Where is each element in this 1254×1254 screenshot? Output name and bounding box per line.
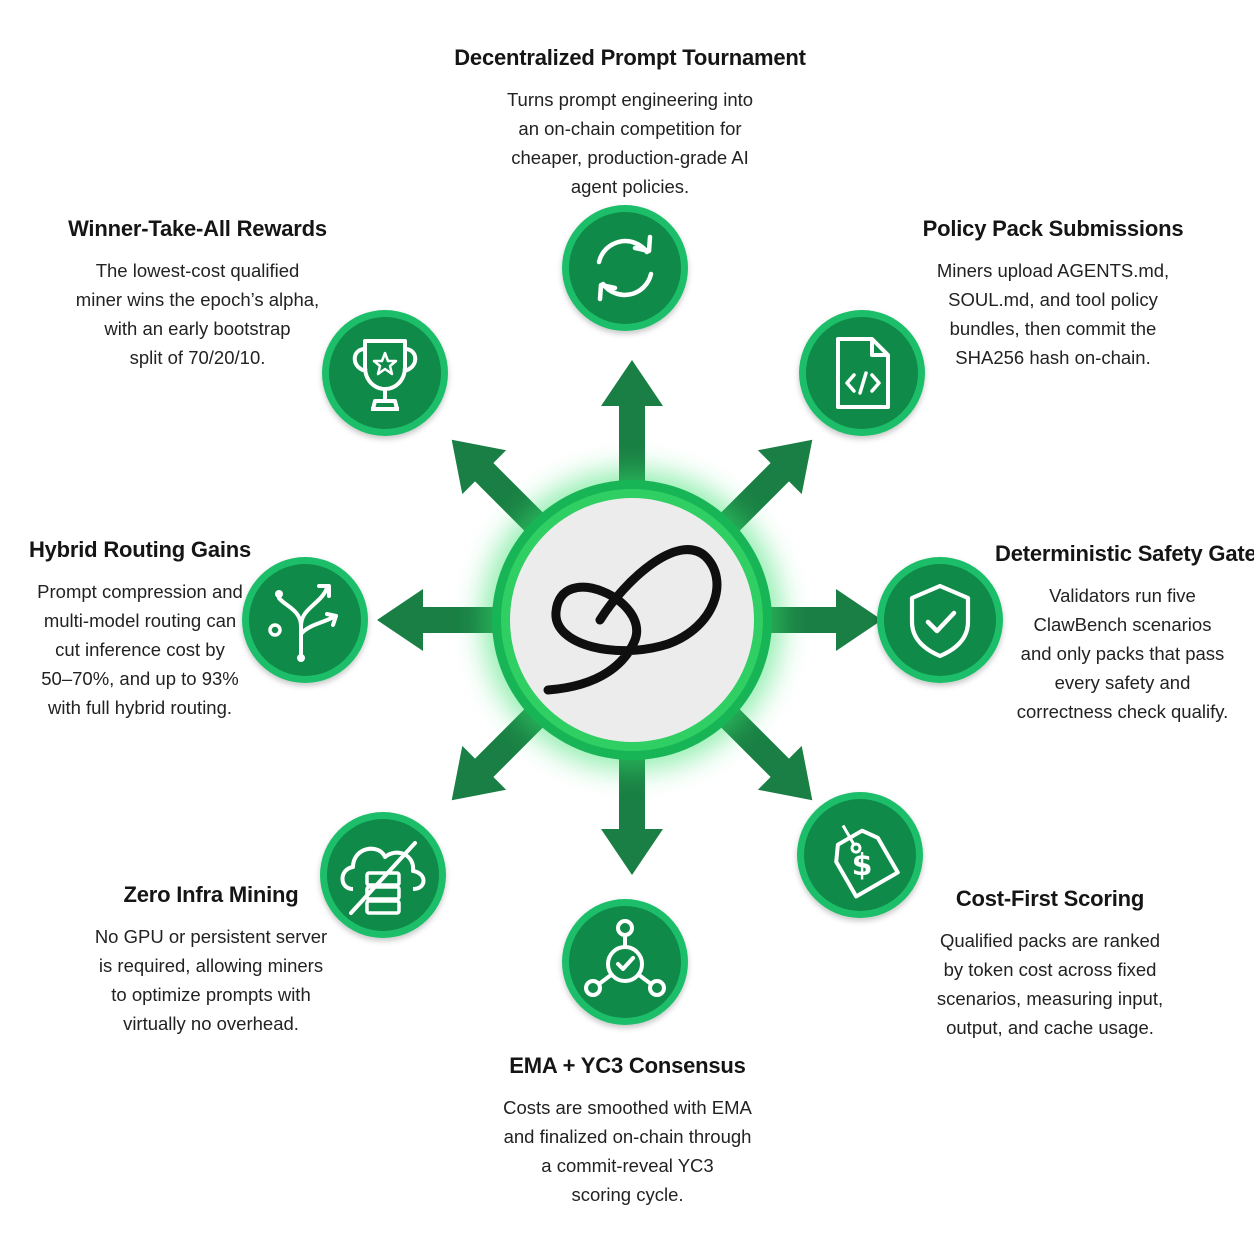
feature-description: Costs are smoothed with EMA and finalized… — [450, 1093, 805, 1209]
feature-title: Decentralized Prompt Tournament — [454, 45, 806, 70]
feature-description-line: with an early bootstrap — [104, 318, 291, 339]
feature-bottom-left: Zero Infra Mining No GPU or persistent se… — [56, 882, 366, 1038]
feature-description-line: The lowest-cost qualified — [95, 260, 300, 281]
node-bottom-left — [320, 812, 446, 938]
feature-description: Miners upload AGENTS.md, SOUL.md, and too… — [903, 256, 1203, 372]
feature-description-line: to optimize prompts with — [111, 984, 311, 1005]
feature-description: Qualified packs are ranked by token cost … — [905, 926, 1195, 1042]
shield-check-icon — [909, 583, 971, 659]
feature-description-line: and only packs that pass — [1020, 643, 1225, 664]
feature-description-line: No GPU or persistent server — [94, 926, 328, 947]
feature-description: The lowest-cost qualified miner wins the … — [40, 256, 355, 372]
feature-description-line: SHA256 hash on-chain. — [955, 347, 1151, 368]
feature-description-line: cut inference cost by — [55, 639, 225, 660]
feature-description-line: SOUL.md, and tool policy — [948, 289, 1158, 310]
node-right — [877, 557, 1003, 683]
feature-description-line: a commit-reveal YC3 — [541, 1155, 714, 1176]
feature-description: No GPU or persistent server is required, … — [56, 922, 366, 1038]
feature-description-line: 50–70%, and up to 93% — [41, 668, 239, 689]
node-top-right — [799, 310, 925, 436]
feature-title: Zero Infra Mining — [123, 882, 299, 907]
feature-description-line: Miners upload AGENTS.md, — [936, 260, 1170, 281]
feature-description: Prompt compression and multi-model routin… — [10, 577, 270, 722]
arrow-bottom — [601, 740, 663, 875]
trophy-icon — [352, 339, 418, 411]
feature-title: Winner-Take-All Rewards — [68, 216, 327, 241]
feature-title: Deterministic Safety Gates — [995, 541, 1254, 566]
feature-description-line: agent policies. — [570, 176, 690, 197]
feature-description-line: multi-model routing can — [43, 610, 237, 631]
feature-description-line: is required, allowing miners — [98, 955, 324, 976]
central-hub — [482, 470, 782, 770]
node-bottom-right: $ — [797, 792, 923, 918]
feature-description-line: with full hybrid routing. — [47, 697, 233, 718]
feature-description-line: bundles, then commit the — [949, 318, 1157, 339]
arrow-right — [752, 589, 882, 651]
node-left — [242, 557, 368, 683]
node-top — [562, 205, 688, 331]
feature-description-line: Qualified packs are ranked — [939, 930, 1161, 951]
cursive-logo-icon — [543, 545, 722, 695]
node-bottom — [562, 899, 688, 1025]
feature-description-line: Prompt compression and — [37, 581, 243, 602]
feature-title: EMA + YC3 Consensus — [509, 1053, 746, 1078]
feature-description-line: and finalized on-chain through — [503, 1126, 752, 1147]
feature-description-line: by token cost across fixed — [943, 959, 1157, 980]
arrow-top — [601, 360, 663, 500]
feature-title: Cost-First Scoring — [955, 886, 1145, 911]
feature-description-line: Validators run five — [1049, 585, 1196, 606]
feature-description-line: miner wins the epoch’s alpha, — [75, 289, 320, 310]
refresh-cycle-icon — [596, 234, 654, 302]
feature-title: Hybrid Routing Gains — [28, 537, 252, 562]
price-tag-icon: $ — [834, 824, 900, 899]
feature-description-line: an on-chain competition for — [518, 118, 742, 139]
feature-description-line: every safety and — [1054, 672, 1191, 693]
feature-description-line: scenarios, measuring input, — [936, 988, 1164, 1009]
svg-text:$: $ — [852, 848, 873, 883]
feature-description-line: cheaper, production-grade AI — [511, 147, 749, 168]
node-top-left — [322, 310, 448, 436]
feature-description-line: Turns prompt engineering into — [506, 89, 754, 110]
feature-description-line: ClawBench scenarios — [1033, 614, 1212, 635]
feature-description-line: output, and cache usage. — [946, 1017, 1154, 1038]
code-file-icon — [836, 337, 890, 409]
feature-description-line: virtually no overhead. — [123, 1013, 299, 1034]
feature-description-line: Costs are smoothed with EMA — [503, 1097, 752, 1118]
feature-description-line: scoring cycle. — [571, 1184, 684, 1205]
no-server-cloud-icon — [340, 841, 426, 915]
feature-description: Turns prompt engineering into an on-chain… — [430, 85, 830, 201]
consensus-network-icon — [584, 919, 666, 997]
feature-description-line: split of 70/20/10. — [129, 347, 266, 368]
feature-title: Policy Pack Submissions — [922, 216, 1184, 241]
arrow-left — [377, 589, 512, 651]
branching-routes-icon — [268, 584, 338, 662]
feature-description-line: correctness check qualify. — [1016, 701, 1229, 722]
